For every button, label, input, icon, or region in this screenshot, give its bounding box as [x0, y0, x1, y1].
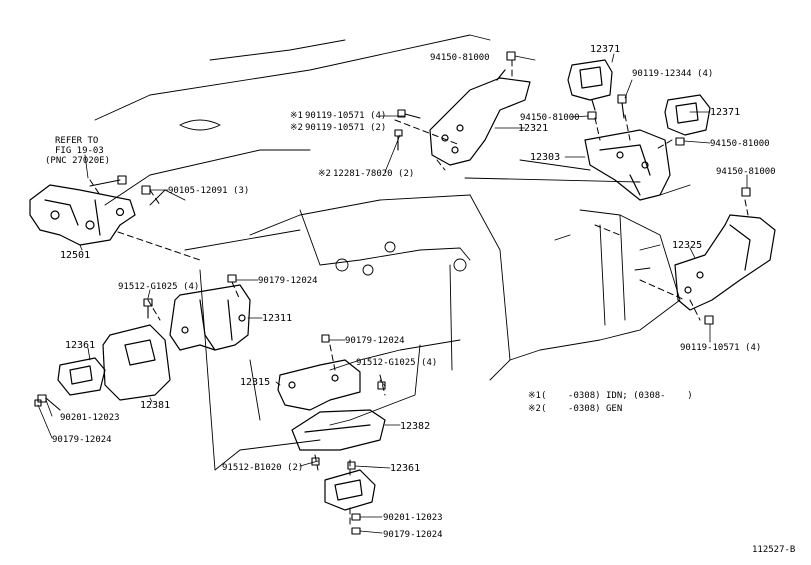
bracket-12315 — [277, 359, 361, 411]
mark-2b: ※2 — [318, 169, 331, 179]
insulator-12361-a — [57, 357, 106, 396]
mark-1: ※1 — [290, 111, 303, 121]
bolt-90119-12344 — [617, 94, 627, 119]
bolt-91512-B1020 — [311, 457, 320, 466]
nut-90179-12024-d — [351, 527, 361, 535]
bracket-12311 — [169, 284, 251, 351]
nut-90179-12024-c — [321, 334, 330, 343]
nut-94150-81000-d — [741, 187, 751, 197]
label-12382: 12382 — [400, 421, 430, 432]
label-90119-10571-2: 90119-10571 (2) — [305, 123, 386, 133]
label-90105-12091: 90105-12091 (3) — [168, 186, 249, 196]
insulator-12361-b — [324, 469, 376, 511]
label-90179-12024-d: 90179-12024 — [383, 530, 443, 540]
mark-2a: ※2 — [290, 123, 303, 133]
label-90119-12344: 90119-12344 (4) — [632, 69, 713, 79]
bracket-12321 — [429, 69, 531, 166]
label-90119-10571-4b: 90119-10571 (4) — [680, 343, 761, 353]
member-12303 — [584, 129, 671, 201]
label-91512-G1025-b: 91512-G1025 (4) — [356, 358, 437, 368]
label-90179-12024-b: 90179-12024 — [52, 435, 112, 445]
label-94150-81000-d: 94150-81000 — [716, 167, 776, 177]
refer-line-1: REFER TO — [55, 136, 98, 146]
label-12371-b: 12371 — [710, 107, 740, 118]
label-12361-b: 12361 — [390, 463, 420, 474]
label-12321: 12321 — [518, 123, 548, 134]
label-12361-a: 12361 — [65, 340, 95, 351]
label-94150-81000-b: 94150-81000 — [520, 113, 580, 123]
diagram-code: 112527-B — [752, 545, 795, 555]
bolt-90119-10571-4b — [704, 315, 714, 325]
label-12281-78020: 12281-78020 (2) — [333, 169, 414, 179]
bolt-90105-12091 — [141, 185, 151, 195]
label-12311: 12311 — [262, 313, 292, 324]
stud-12281-78020 — [394, 129, 403, 151]
insulator-12371-a — [567, 59, 613, 111]
insulator-12381 — [102, 324, 171, 401]
leader-lines — [37, 53, 748, 534]
label-91512-B1020: 91512-B1020 (2) — [222, 463, 303, 473]
nut-94150-81000-a — [506, 51, 516, 61]
nut-94150-81000-b — [587, 111, 597, 120]
bracket-12325 — [674, 214, 776, 311]
stud-12361-b — [347, 461, 356, 470]
label-12325: 12325 — [672, 240, 702, 251]
refer-line-2: FIG 19-03 — [55, 146, 104, 156]
legend-line-1: ※1( -0308) IDN; (0308- ) — [528, 391, 693, 401]
nut-90201-12023-b — [351, 513, 361, 521]
nut-90201-12023-a — [37, 394, 61, 411]
label-94150-81000-c: 94150-81000 — [710, 139, 770, 149]
insulator-12382 — [291, 409, 386, 451]
dashed-leaders — [89, 59, 749, 526]
label-12501: 12501 — [60, 250, 90, 261]
label-90201-12023-b: 90201-12023 — [383, 513, 443, 523]
label-12303: 12303 — [530, 152, 560, 163]
bolt-12501 — [89, 175, 127, 187]
label-90179-12024-a: 90179-12024 — [258, 276, 318, 286]
bracket-12501 — [29, 184, 136, 246]
label-12371-a: 12371 — [590, 44, 620, 55]
bolt-91512-G1025-b — [377, 381, 386, 390]
label-90201-12023-a: 90201-12023 — [60, 413, 120, 423]
bolt-91512-G1025-a — [143, 298, 153, 319]
legend-line-2: ※2( -0308) GEN — [528, 404, 622, 414]
label-12381: 12381 — [140, 400, 170, 411]
label-91512-G1025-a: 91512-G1025 (4) — [118, 282, 199, 292]
labels: REFER TO FIG 19-03 (PNC 27020E) 12501 90… — [45, 44, 795, 555]
nut-94150-81000-c — [675, 137, 685, 146]
label-90119-10571-1: 90119-10571 (4) — [305, 111, 386, 121]
engine-outline — [94, 34, 691, 471]
insulator-12371-b — [664, 94, 711, 136]
nut-90179-12024-a — [227, 274, 237, 283]
label-90179-12024-c: 90179-12024 — [345, 336, 405, 346]
bolt-90119-10571-1 — [397, 109, 421, 119]
label-94150-81000-a: 94150-81000 — [430, 53, 490, 63]
refer-line-3: (PNC 27020E) — [45, 156, 110, 166]
label-12315: 12315 — [240, 377, 270, 388]
